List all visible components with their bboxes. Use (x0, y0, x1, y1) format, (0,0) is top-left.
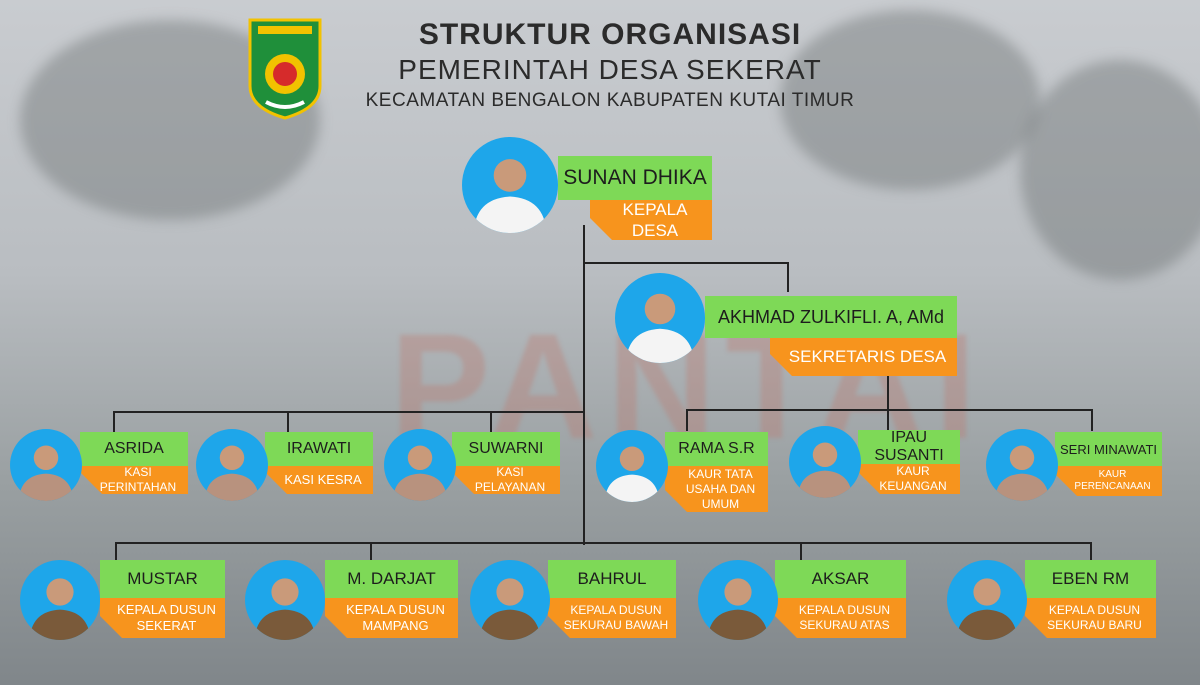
member-role: KEPALA DESA (590, 200, 712, 240)
member-photo (986, 429, 1058, 501)
person-icon (994, 445, 1050, 501)
page-title: STRUKTUR ORGANISASI (418, 18, 802, 51)
connector-line (887, 409, 889, 431)
member-role: KASI PERINTAHAN (80, 466, 188, 494)
page-location: KECAMATAN BENGALON KABUPATEN KUTAI TIMUR (365, 90, 855, 111)
connector-line (113, 411, 115, 433)
person-icon (254, 578, 316, 640)
member-name: AKHMAD ZULKIFLI. A, AMd (705, 296, 957, 338)
connector-line (583, 262, 789, 264)
member-role: KEPALA DUSUN SEKURAU BAWAH (548, 598, 676, 638)
connector-line (490, 411, 492, 433)
member-photo (245, 560, 325, 640)
member-name: ASRIDA (80, 432, 188, 466)
member-name: SERI MINAWATI (1055, 432, 1162, 466)
connector-line (887, 376, 889, 410)
person-icon (956, 578, 1018, 640)
member-photo (384, 429, 456, 501)
connector-line (1091, 409, 1093, 431)
member-role: KAUR PERENCANAAN (1055, 466, 1162, 496)
kutai-timur-logo (248, 18, 322, 120)
member-role: KASI KESRA (265, 466, 373, 494)
member-role: KAUR TATA USAHA DAN UMUM (665, 466, 768, 512)
member-photo (10, 429, 82, 501)
member-name: EBEN RM (1025, 560, 1156, 598)
member-role: SEKRETARIS DESA (770, 338, 957, 376)
member-role: KEPALA DUSUN MAMPANG (325, 598, 458, 638)
member-photo (196, 429, 268, 501)
connector-line (686, 409, 688, 431)
connector-line (115, 542, 1091, 544)
background-palm (1020, 60, 1200, 280)
member-role: KEPALA DUSUN SEKERAT (100, 598, 225, 638)
connector-line (115, 542, 117, 562)
member-name: SUNAN DHIKA (558, 156, 712, 200)
member-role: KEPALA DUSUN SEKURAU BARU (1025, 598, 1156, 638)
person-icon (473, 159, 547, 233)
member-photo (596, 430, 668, 502)
member-role: KASI PELAYANAN (452, 466, 560, 494)
person-icon (392, 445, 448, 501)
member-name: IPAU SUSANTI (858, 429, 960, 464)
member-photo (615, 273, 705, 363)
person-icon (707, 578, 769, 640)
connector-line (370, 542, 372, 562)
person-icon (204, 445, 260, 501)
page-subtitle: PEMERINTAH DESA SEKERAT (398, 54, 822, 85)
person-icon (29, 578, 91, 640)
connector-line (287, 411, 289, 433)
member-name: AKSAR (775, 560, 906, 598)
person-icon (797, 442, 853, 498)
member-name: BAHRUL (548, 560, 676, 598)
member-photo (789, 426, 861, 498)
member-name: MUSTAR (100, 560, 225, 598)
page-header: STRUKTUR ORGANISASI PEMERINTAH DESA SEKE… (340, 18, 880, 112)
member-name: IRAWATI (265, 432, 373, 466)
member-photo (470, 560, 550, 640)
member-name: RAMA S.R (665, 432, 768, 466)
connector-line (800, 542, 802, 562)
member-photo (947, 560, 1027, 640)
person-icon (604, 446, 660, 502)
member-name: SUWARNI (452, 432, 560, 466)
connector-line (787, 262, 789, 292)
member-photo (20, 560, 100, 640)
connector-line (583, 225, 585, 545)
member-role: KAUR KEUANGAN (858, 464, 960, 494)
connector-line (113, 411, 584, 413)
background-palm (780, 10, 1040, 190)
member-name: M. DARJAT (325, 560, 458, 598)
person-icon (18, 445, 74, 501)
connector-line (1090, 542, 1092, 562)
member-role: KEPALA DUSUN SEKURAU ATAS (775, 598, 906, 638)
member-photo (698, 560, 778, 640)
connector-line (686, 409, 1092, 411)
person-icon (625, 293, 695, 363)
person-icon (479, 578, 541, 640)
member-photo (462, 137, 558, 233)
